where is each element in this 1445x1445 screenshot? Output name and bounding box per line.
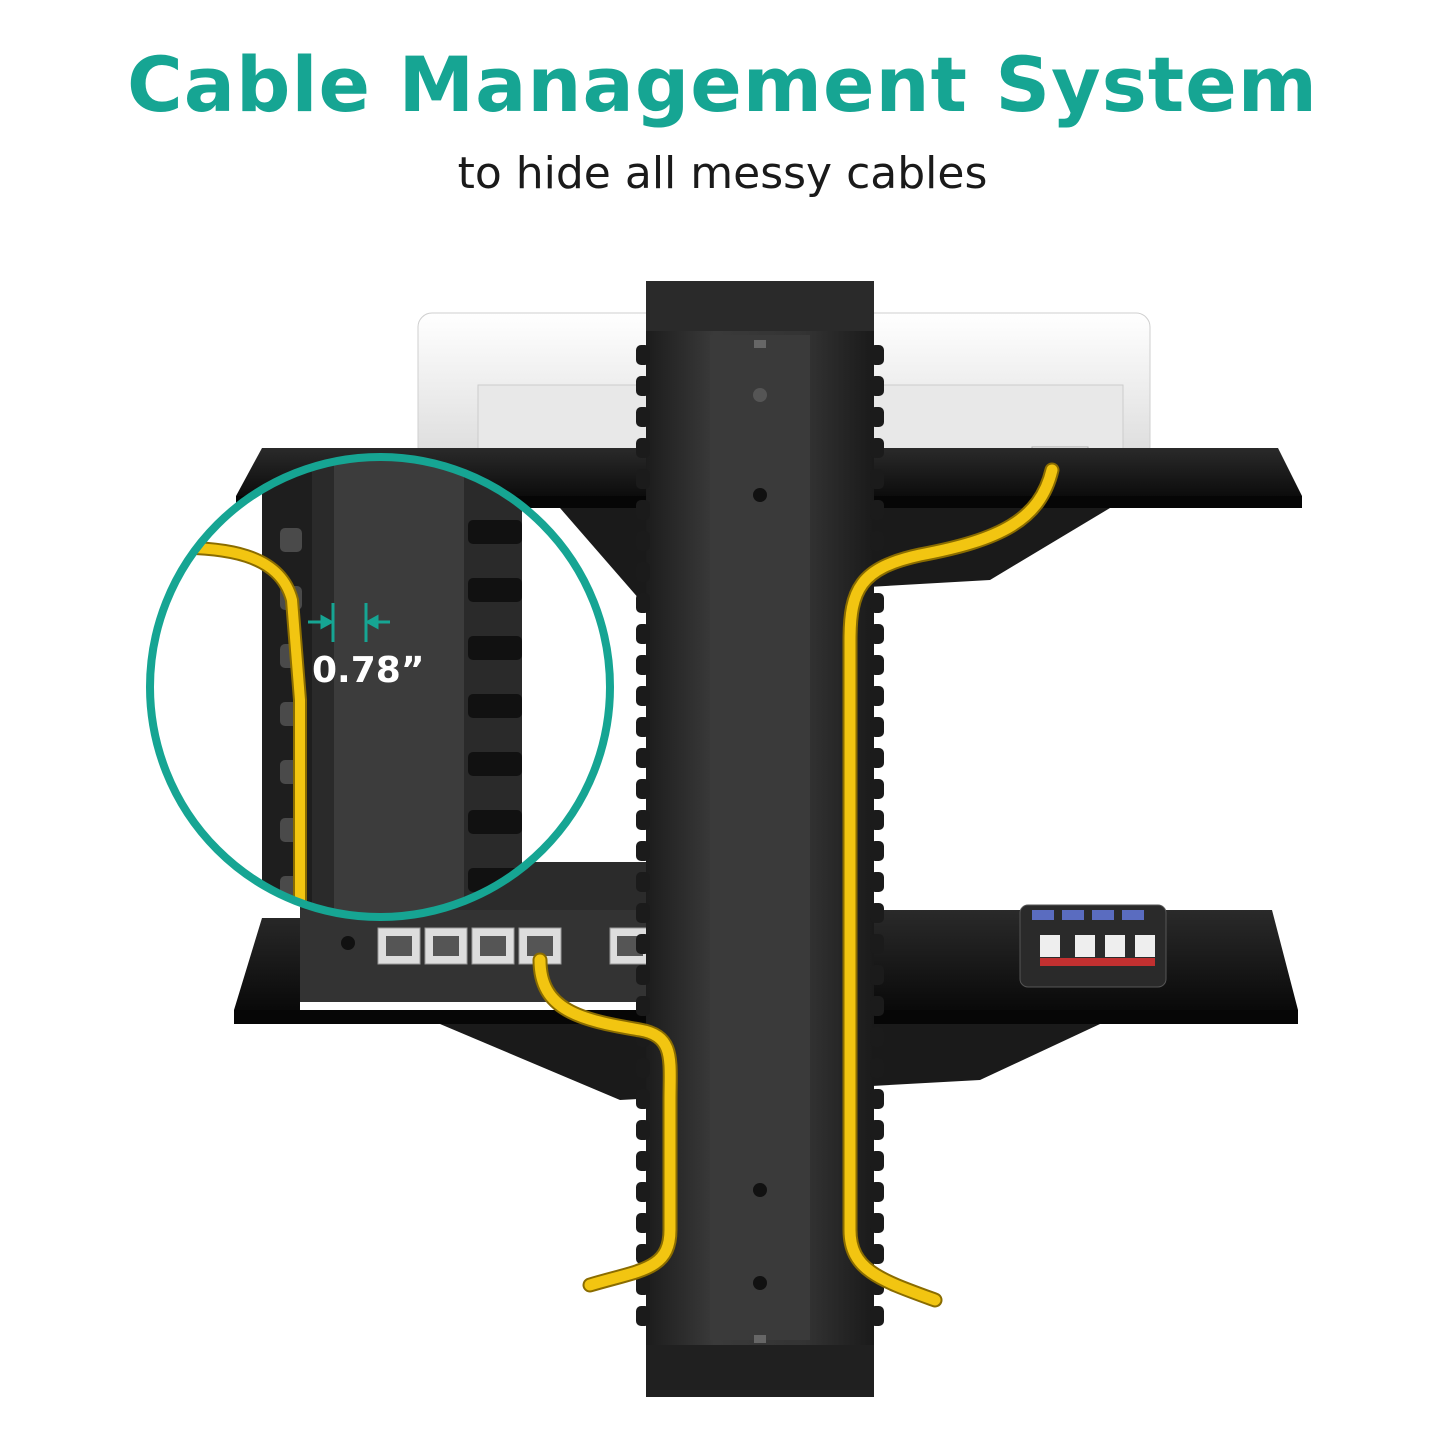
cable-slot-tab (870, 872, 884, 892)
cable-slot-tab (870, 1027, 884, 1047)
cable-slot-tab (636, 438, 650, 458)
cable-slot-tab (870, 469, 884, 489)
cable-slot-tab (870, 1120, 884, 1140)
cable-slot-tab (870, 934, 884, 954)
cable-slot-tab (636, 686, 650, 706)
cable-slot-tab (870, 1244, 884, 1264)
cable-slot-tab (636, 779, 650, 799)
cable-slot-tab (468, 520, 522, 544)
cable-slot-tab (636, 810, 650, 830)
cable-slot-tab (636, 1120, 650, 1140)
cable-slot-tab (870, 748, 884, 768)
cable-slot-tab (636, 655, 650, 675)
cable-slot-tab (636, 1151, 650, 1171)
cable-slot-tab (636, 996, 650, 1016)
cable-slot-tab (636, 531, 650, 551)
cable-pole (636, 281, 884, 1397)
cable-slot-tab (870, 438, 884, 458)
cable-slot-tab (636, 748, 650, 768)
arrows-inward-icon (308, 603, 390, 642)
cable-slot-tab (870, 996, 884, 1016)
cable-slot-tab (870, 1213, 884, 1233)
cable-slot-tab (468, 810, 522, 834)
cable-slot-tab (870, 655, 884, 675)
cable-slot-tab (870, 1151, 884, 1171)
cable-slot-tab (636, 593, 650, 613)
cable-slot-tab (870, 1182, 884, 1202)
cable-slot-tab (636, 1182, 650, 1202)
cable-slot-tab (636, 903, 650, 923)
subheadline: to hide all messy cables (457, 148, 988, 199)
cable-slot-tab (636, 1213, 650, 1233)
cable-slot-tab (870, 1089, 884, 1109)
cable-slot-tab (636, 469, 650, 489)
cable-slot-tab (636, 872, 650, 892)
yellow-cables (532, 462, 1060, 1308)
cable-slot-tab (870, 500, 884, 520)
headline: Cable Management System (127, 40, 1318, 129)
cable-slot-tab (870, 1058, 884, 1078)
cable-slot-tab (636, 562, 650, 582)
cable-slot-tab (870, 593, 884, 613)
cable-slot-tab (870, 345, 884, 365)
cable-slot-tab (636, 1275, 650, 1295)
pole-cable-slots (636, 345, 884, 1326)
cable-slot-tab (870, 376, 884, 396)
remote-control (1019, 904, 1167, 988)
cable-slot-tab (468, 636, 522, 660)
cable-slot-tab (636, 965, 650, 985)
cable-slot-tab (636, 841, 650, 861)
cable-slot-tab (870, 779, 884, 799)
cable-slot-tab (636, 934, 650, 954)
cable-slot-tab (280, 528, 302, 552)
cable-slot-tab (870, 903, 884, 923)
cable-slot-tab (468, 578, 522, 602)
cable-slot-tab (636, 717, 650, 737)
cable-slot-tab (636, 345, 650, 365)
cable-slot-tab (468, 694, 522, 718)
cable-slot-tab (636, 624, 650, 644)
cable-slot-tab (870, 965, 884, 985)
cable-slot-tab (870, 810, 884, 830)
cable-slot-tab (870, 531, 884, 551)
cable-slot-tab (636, 1089, 650, 1109)
cable-slot-tab (870, 407, 884, 427)
cable-slot-tab (870, 686, 884, 706)
cable-slot-tab (870, 624, 884, 644)
zoom-callout: 0.78” (146, 453, 614, 921)
cable-slot-tab (636, 1058, 650, 1078)
cable-slot-tab (870, 717, 884, 737)
cable-slot-tab (870, 841, 884, 861)
cable-slot-tab (870, 1306, 884, 1326)
cable-slot-tab (468, 752, 522, 776)
measurement-label: 0.78” (312, 650, 424, 691)
cable-slot-tab (636, 376, 650, 396)
cable-slot-tab (636, 500, 650, 520)
cable-slot-tab (636, 1244, 650, 1264)
cable-slot-tab (636, 1306, 650, 1326)
cable-slot-tab (636, 407, 650, 427)
